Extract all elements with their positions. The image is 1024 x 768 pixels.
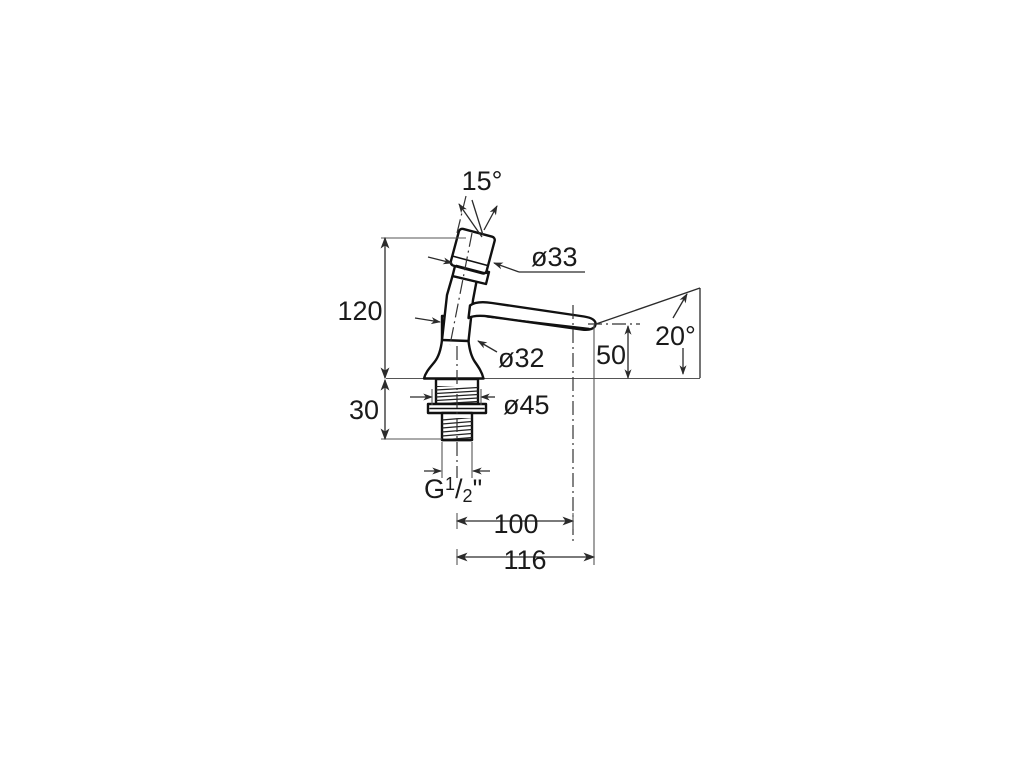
dimension-height-shank: 30	[349, 378, 442, 441]
label-height-shank: 30	[349, 395, 379, 425]
dimension-dia-body: ø32	[477, 340, 545, 373]
label-angle-top: 15°	[462, 166, 503, 196]
thread-g: G	[424, 474, 445, 504]
dimension-dia-base: ø45	[410, 389, 550, 420]
label-thread-size: G1/2"	[424, 474, 482, 506]
dimension-thread-size: G1/2"	[424, 442, 490, 506]
thread-numerator: 1	[445, 474, 455, 494]
label-height-spout: 50	[596, 340, 626, 370]
label-dia-base: ø45	[503, 390, 550, 420]
label-dia-body: ø32	[498, 343, 545, 373]
label-dia-cap: ø33	[531, 242, 578, 272]
thread-denominator: 2	[463, 486, 473, 506]
label-height-total: 120	[337, 296, 382, 326]
dimension-cap-width-arrow	[427, 256, 453, 265]
faucet-body	[422, 227, 597, 442]
label-angle-spout: 20°	[655, 321, 696, 351]
thread-slash: /	[455, 474, 463, 504]
dimension-body-width-arrow	[414, 317, 441, 325]
dimension-dia-cap: ø33	[493, 242, 585, 273]
dimension-height-spout: 50	[596, 325, 632, 379]
dimension-reach-inner: 100	[455, 509, 575, 539]
dimension-angle-spout: 20°	[595, 287, 701, 378]
dimension-reach-outer: 116	[455, 325, 596, 575]
label-reach-inner: 100	[493, 509, 538, 539]
label-reach-outer: 116	[503, 545, 546, 575]
dimension-height-total: 120	[337, 236, 466, 380]
center-lines	[449, 195, 640, 545]
dimension-angle-top: 15°	[458, 166, 503, 238]
thread-inch-mark: "	[473, 474, 483, 504]
